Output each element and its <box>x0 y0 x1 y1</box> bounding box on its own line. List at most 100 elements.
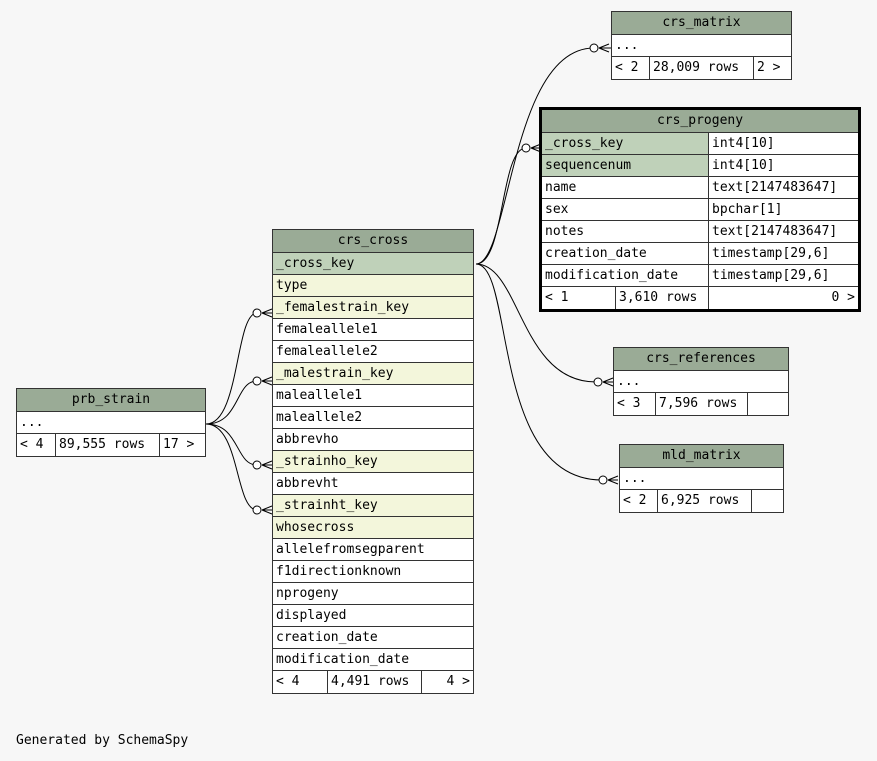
table-row: name text[2147483647] <box>542 177 858 199</box>
table-crs-cross[interactable]: crs_cross _cross_key type _femalestrain_… <box>272 229 474 694</box>
table-footer: < 2 28,009 rows 2 > <box>612 57 791 79</box>
table-crs-references[interactable]: crs_references ... < 3 7,596 rows <box>613 347 789 416</box>
edge-prb-strain-to-femalestrain <box>205 312 258 425</box>
table-mld-matrix[interactable]: mld_matrix ... < 2 6,925 rows <box>619 444 784 513</box>
column-name: modification_date <box>276 652 410 667</box>
column-name: _cross_key <box>276 256 355 271</box>
column-name: creation_date <box>542 243 709 264</box>
row-count: 7,596 rows <box>656 393 748 415</box>
table-crs-progeny[interactable]: crs_progeny _cross_key int4[10] sequence… <box>539 107 861 312</box>
children-count[interactable]: 17 > <box>163 437 195 452</box>
table-title[interactable]: crs_progeny <box>542 110 858 133</box>
table-footer: < 2 6,925 rows <box>620 490 783 512</box>
table-row: femaleallele2 <box>273 341 473 363</box>
edge-crs-cross-to-mld-matrix <box>475 263 603 481</box>
row-count: 89,555 rows <box>56 434 160 456</box>
table-title[interactable]: prb_strain <box>17 389 205 412</box>
parents-count[interactable]: < 4 <box>17 434 56 456</box>
children-count[interactable] <box>752 490 783 512</box>
table-row: _femalestrain_key <box>273 297 473 319</box>
table-row: creation_date <box>273 627 473 649</box>
table-crs-matrix[interactable]: crs_matrix ... < 2 28,009 rows 2 > <box>611 11 792 80</box>
column-name: abbrevht <box>276 476 339 491</box>
column-name: displayed <box>276 608 347 623</box>
column-name: name <box>542 177 709 198</box>
edge-prb-strain-to-strainho <box>205 423 258 466</box>
column-name: ... <box>617 374 641 389</box>
table-footer: < 3 7,596 rows <box>614 393 788 415</box>
table-row: ... <box>17 412 205 434</box>
table-row: _cross_key int4[10] <box>542 133 858 155</box>
table-row: sex bpchar[1] <box>542 199 858 221</box>
table-row: femaleallele1 <box>273 319 473 341</box>
table-prb-strain[interactable]: prb_strain ... < 4 89,555 rows 17 > <box>16 388 206 457</box>
children-count[interactable]: 4 > <box>446 674 470 689</box>
parents-count[interactable]: < 2 <box>612 57 650 79</box>
column-name: sex <box>542 199 709 220</box>
edge-crs-cross-to-crs-progeny <box>475 147 527 265</box>
column-type: timestamp[29,6] <box>712 268 830 283</box>
table-row: _strainht_key <box>273 495 473 517</box>
table-row: modification_date <box>273 649 473 671</box>
table-row: maleallele1 <box>273 385 473 407</box>
children-count[interactable] <box>748 393 788 415</box>
children-count[interactable]: 0 > <box>831 290 855 305</box>
table-row: maleallele2 <box>273 407 473 429</box>
table-title[interactable]: crs_cross <box>273 230 473 253</box>
table-footer: < 4 89,555 rows 17 > <box>17 434 205 456</box>
table-footer: < 1 3,610 rows 0 > <box>542 287 858 309</box>
column-name: _femalestrain_key <box>276 300 410 315</box>
column-name: _strainht_key <box>276 498 378 513</box>
table-row: notes text[2147483647] <box>542 221 858 243</box>
column-type: timestamp[29,6] <box>712 246 830 261</box>
table-row: whosecross <box>273 517 473 539</box>
row-count: 28,009 rows <box>650 57 754 79</box>
column-name: _malestrain_key <box>276 366 394 381</box>
parents-count[interactable]: < 4 <box>273 671 328 693</box>
column-name: whosecross <box>276 520 355 535</box>
table-row: abbrevht <box>273 473 473 495</box>
parents-count[interactable]: < 2 <box>620 490 658 512</box>
column-name: maleallele2 <box>276 410 363 425</box>
column-name: sequencenum <box>542 155 709 176</box>
edge-crs-cross-to-crs-references <box>475 263 597 383</box>
table-row: modification_date timestamp[29,6] <box>542 265 858 287</box>
table-title[interactable]: mld_matrix <box>620 445 783 468</box>
parents-count[interactable]: < 1 <box>542 287 616 309</box>
table-row: f1directionknown <box>273 561 473 583</box>
column-name: notes <box>542 221 709 242</box>
column-name: _strainho_key <box>276 454 378 469</box>
column-type: bpchar[1] <box>712 202 783 217</box>
column-type: int4[10] <box>712 158 775 173</box>
children-count[interactable]: 2 > <box>757 60 781 75</box>
table-row: _strainho_key <box>273 451 473 473</box>
column-name: f1directionknown <box>276 564 402 579</box>
column-name: allelefromsegparent <box>276 542 425 557</box>
table-row: _cross_key <box>273 253 473 275</box>
column-name: creation_date <box>276 630 378 645</box>
table-row: sequencenum int4[10] <box>542 155 858 177</box>
column-name: ... <box>615 38 639 53</box>
generated-by-label: Generated by SchemaSpy <box>16 733 189 748</box>
column-name: type <box>276 278 308 293</box>
column-name: femaleallele2 <box>276 344 378 359</box>
column-name: femaleallele1 <box>276 322 378 337</box>
column-name: ... <box>623 471 647 486</box>
row-count: 3,610 rows <box>616 287 709 309</box>
column-name: _cross_key <box>542 133 709 154</box>
table-title[interactable]: crs_references <box>614 348 788 371</box>
table-row: abbrevho <box>273 429 473 451</box>
table-row: _malestrain_key <box>273 363 473 385</box>
row-count: 4,491 rows <box>328 671 422 693</box>
column-name: ... <box>20 415 44 430</box>
table-title[interactable]: crs_matrix <box>612 12 791 35</box>
column-type: text[2147483647] <box>712 224 838 239</box>
table-footer: < 4 4,491 rows 4 > <box>273 671 473 693</box>
parents-count[interactable]: < 3 <box>614 393 656 415</box>
edge-crs-cross-to-crs-matrix <box>475 47 595 265</box>
crows-foot-markers <box>252 43 619 515</box>
edge-prb-strain-to-strainht <box>205 423 258 511</box>
column-name: nprogeny <box>276 586 339 601</box>
table-row: displayed <box>273 605 473 627</box>
